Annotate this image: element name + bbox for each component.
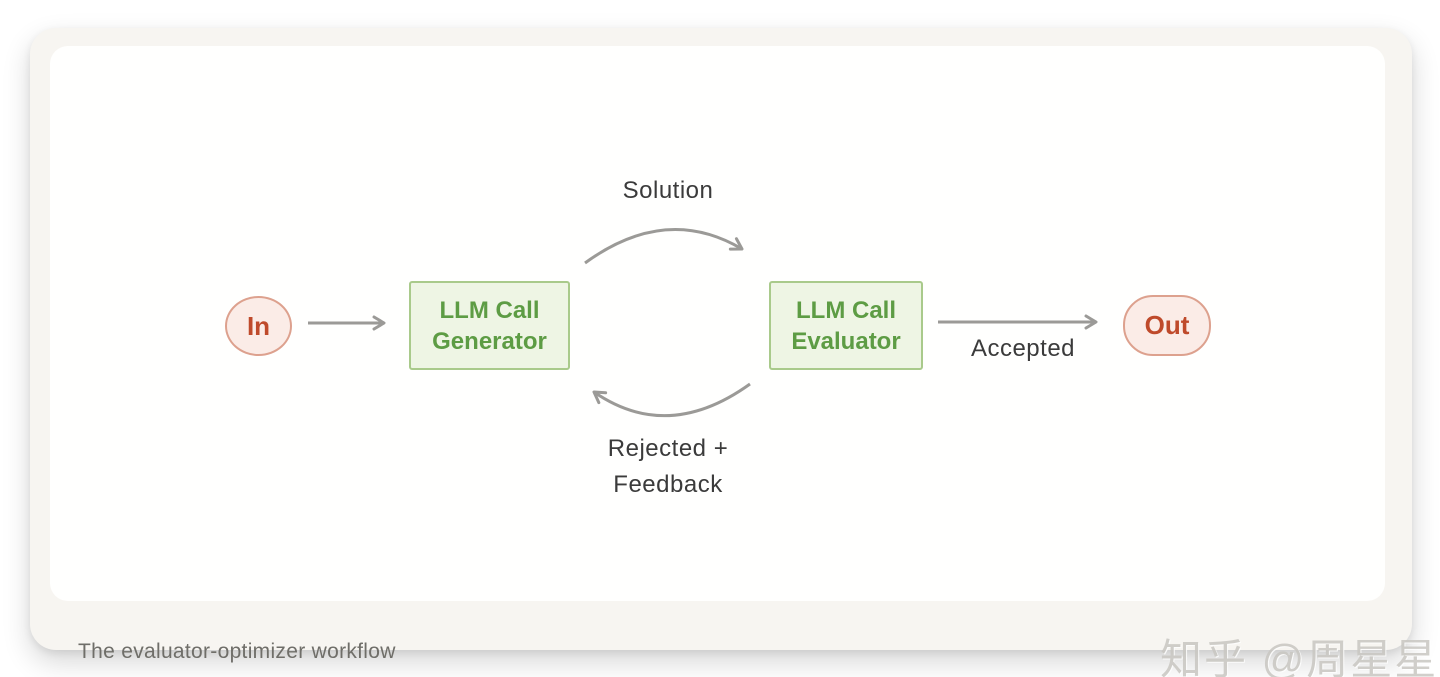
zhihu-watermark: 知乎 @周星星: [1160, 636, 1439, 677]
figure-caption: The evaluator-optimizer workflow: [78, 640, 396, 663]
diagram-panel: [50, 46, 1385, 601]
figure-card: The evaluator-optimizer workflow 知乎 @周星星: [30, 28, 1436, 677]
